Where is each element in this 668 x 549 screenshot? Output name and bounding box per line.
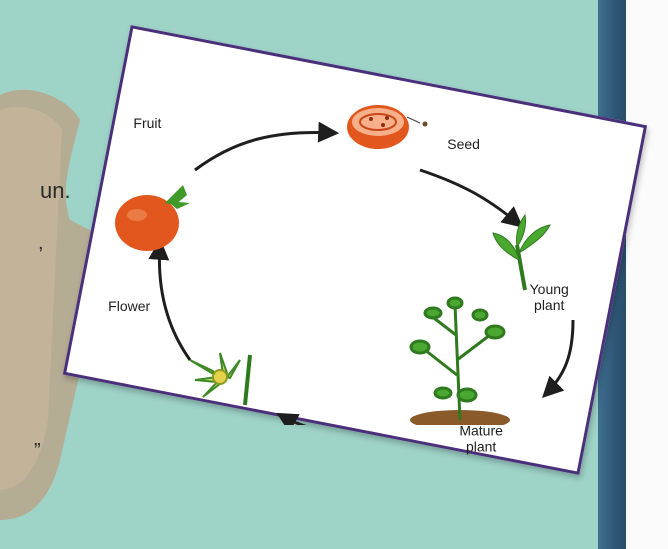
young-plant-label-line1: Young: [530, 281, 569, 297]
mature-plant-illustration: [410, 298, 510, 425]
young-plant-label-line2: plant: [530, 297, 569, 313]
arrow-seed-to-young-plant: [420, 170, 520, 225]
background-text-fragment: ”: [34, 440, 41, 463]
fruit-label: Fruit: [133, 115, 161, 131]
mature-plant-label-line1: Mature: [459, 423, 503, 439]
arrow-flower-to-fruit: [159, 243, 190, 360]
seed-illustration: [347, 105, 428, 149]
young-plant-label: Young plant: [530, 281, 569, 313]
arrow-mature-plant-to-flower: [280, 415, 400, 425]
mature-plant-label: Mature plant: [459, 423, 503, 455]
seed-label: Seed: [447, 136, 480, 152]
background-text-fragment: un.: [40, 178, 71, 204]
arrow-fruit-to-seed: [195, 132, 335, 170]
fruit-illustration: [115, 185, 190, 251]
background-text-fragment: ,: [38, 232, 44, 255]
mature-plant-label-line2: plant: [459, 439, 503, 455]
young-plant-illustration: [493, 215, 550, 290]
life-cycle-card: Seed Young plant Mature plant Flower Fru…: [63, 25, 647, 475]
life-cycle-diagram: [95, 75, 615, 425]
flower-label: Flower: [108, 298, 150, 314]
arrow-young-plant-to-mature-plant: [545, 320, 573, 395]
flower-illustration: [190, 353, 250, 405]
